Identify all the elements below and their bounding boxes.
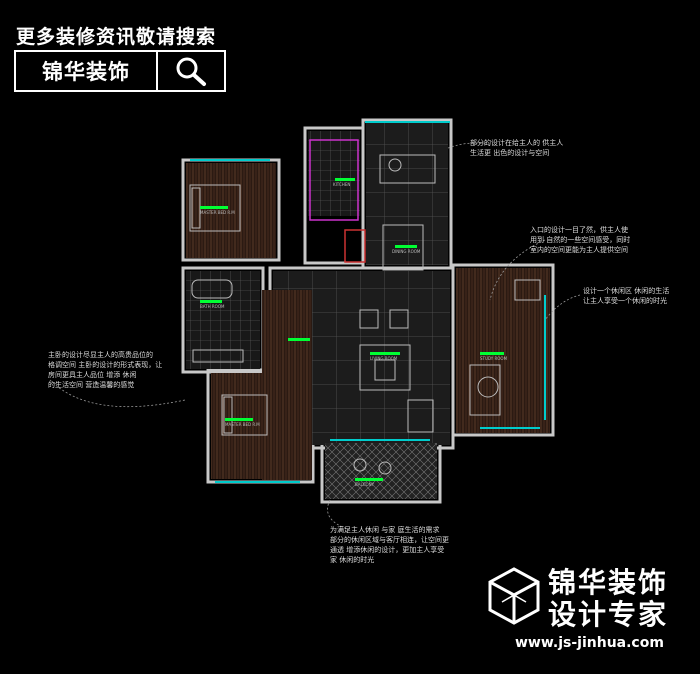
note-bottom: 为满足主人休闲 与家 庭生活的需求 部分的休闲区域与客厅相连，让空间更 通透 增… (330, 526, 449, 564)
windows (190, 121, 546, 483)
room-label-8: KITCHEN (333, 182, 351, 187)
room-label-6: STUDY ROOM (480, 356, 508, 361)
note-left: 主卧的设计尽显主人的高贵品位的 格调空间 主卧的设计的形式表现，让 房间更具主人… (48, 351, 163, 389)
room-label-1: MASTER BED R.M (200, 210, 235, 215)
dining-floor (366, 123, 448, 265)
room-label-4: BALCONY (355, 482, 375, 487)
watermark-url: www.js-jinhua.com (515, 635, 664, 651)
search-icon (176, 57, 206, 86)
watermark-subtitle: 设计专家 (548, 598, 669, 631)
promo-text: 更多装修资讯敬请搜索 (16, 26, 217, 48)
search-button[interactable] (158, 52, 224, 90)
watermark-name: 锦华装饰 (548, 566, 669, 599)
bedroom-1-floor (186, 163, 276, 258)
furniture (189, 154, 541, 475)
watermark: 锦华装饰 设计专家 (488, 567, 668, 631)
room-label-2: BATH ROOM (200, 304, 225, 309)
brand-search-box[interactable]: 锦华装饰 (14, 50, 226, 92)
note-right-middle: 入口的设计一目了然，供主人使 用到 自然的一些空间感受，同时 室内的空间更能为主… (530, 226, 631, 254)
note-top-right: 部分的设计在给主人的 供主人 生活更 出色的设计与空间 (470, 139, 564, 157)
room-label-5: LIVING ROOM (370, 356, 398, 361)
study-floor (456, 268, 550, 433)
balcony-floor (325, 443, 437, 499)
brand-name: 锦华装饰 (16, 52, 158, 90)
cube-logo-icon (488, 567, 540, 625)
room-label-3: DINING ROOM (392, 249, 421, 254)
leader-lines (49, 142, 581, 531)
note-right-lower: 设计一个休闲区 休闲的生活 让主人享受一个休闲的时光 (583, 287, 670, 305)
bath-floor (186, 271, 260, 369)
kitchen-floor (308, 131, 360, 216)
room-label-7: MASTER BED R.M (225, 422, 260, 427)
corridor-floor (262, 290, 312, 480)
